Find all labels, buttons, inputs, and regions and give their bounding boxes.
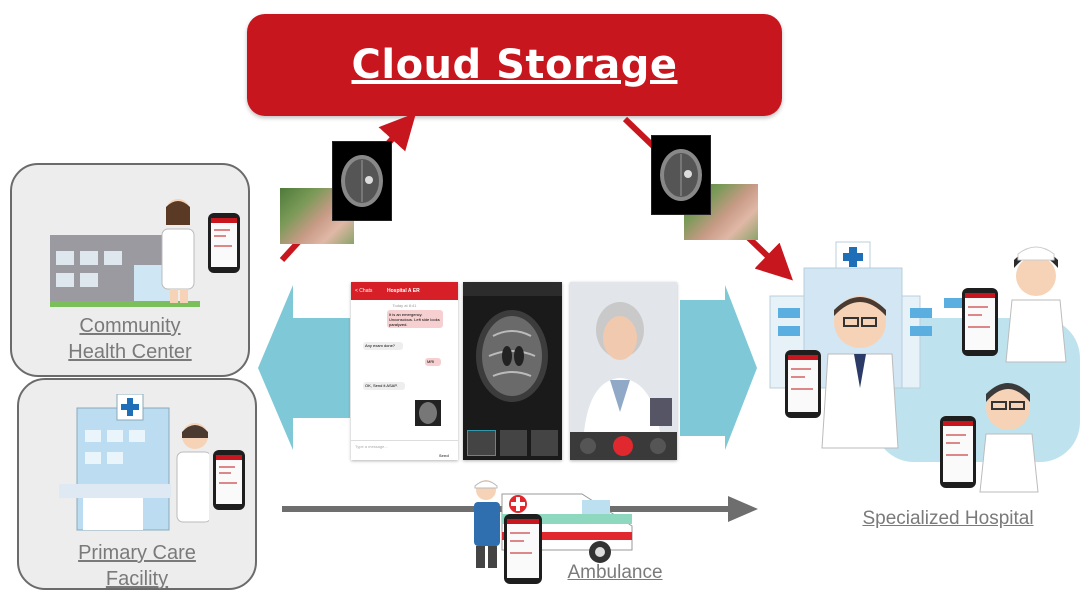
community-health-center-box: Community Health Center (10, 163, 250, 377)
chat-message: MRI (425, 358, 441, 366)
chat-title: Hospital A ER (387, 288, 420, 294)
chat-message: OK, Send it ASAP. (363, 382, 405, 390)
primary-care-facility-label: Primary Care Facility (19, 540, 255, 592)
primary-care-building-icon (59, 394, 209, 531)
brain-mri-image (476, 310, 548, 402)
cloud-storage-banner: Cloud Storage (247, 14, 782, 116)
chat-image-attachment[interactable] (415, 400, 441, 426)
mute-icon[interactable] (580, 438, 596, 454)
chat-date: Today at 8:41 (392, 303, 417, 308)
community-label-line1: Community (79, 315, 181, 337)
self-view-thumbnail (650, 398, 672, 426)
viewer-thumbnails (467, 430, 558, 456)
primary-label-line1: Primary Care (78, 542, 196, 564)
ambulance-route-arrowhead (728, 496, 758, 522)
chat-header: < Chats Hospital A ER (351, 282, 458, 300)
smartphone-icon (213, 450, 245, 510)
smartphone-icon (940, 416, 976, 488)
video-call-screen (570, 282, 677, 460)
primary-care-facility-box: Primary Care Facility (17, 378, 257, 590)
specialized-hospital-illustration (769, 241, 1080, 493)
community-label-line2: Health Center (68, 341, 192, 363)
smartphone-icon (504, 514, 542, 584)
smartphone-icon (208, 213, 240, 273)
mri-thumbnail[interactable] (500, 430, 527, 456)
send-button[interactable]: Send (439, 453, 449, 458)
community-health-center-label: Community Health Center (12, 313, 248, 365)
call-controls (570, 432, 677, 460)
viewer-toolbar (463, 282, 562, 296)
smartphone-icon (962, 288, 998, 356)
mri-viewer-screen (463, 282, 562, 460)
exchange-arrow-right (680, 285, 757, 450)
brain-scan-icon (332, 141, 392, 221)
mri-thumbnail[interactable] (467, 430, 496, 456)
chat-input-bar: Type a message... Send (351, 440, 458, 460)
exchange-arrow-left (258, 285, 350, 450)
brain-scan-icon (651, 135, 711, 215)
specialized-hospital-label: Specialized Hospital (862, 508, 1034, 529)
call-end-icon[interactable] (613, 436, 633, 456)
ambulance-label: Ambulance (567, 562, 663, 583)
smartphone-icon (785, 350, 821, 418)
chat-app-screen: < Chats Hospital A ER Today at 8:41 It i… (351, 282, 458, 460)
clinic-building-icon (50, 199, 200, 307)
primary-label-line2: Facility (105, 568, 169, 590)
camera-off-icon[interactable] (650, 438, 666, 454)
chat-message: Any exam done? (363, 342, 403, 350)
chat-back-link[interactable]: < Chats (355, 288, 373, 294)
mri-thumbnail[interactable] (531, 430, 558, 456)
chat-message: It is an emergency. Unconscious. Left si… (387, 310, 443, 328)
chat-input[interactable]: Type a message... (355, 444, 388, 449)
cloud-storage-title: Cloud Storage (351, 42, 678, 88)
